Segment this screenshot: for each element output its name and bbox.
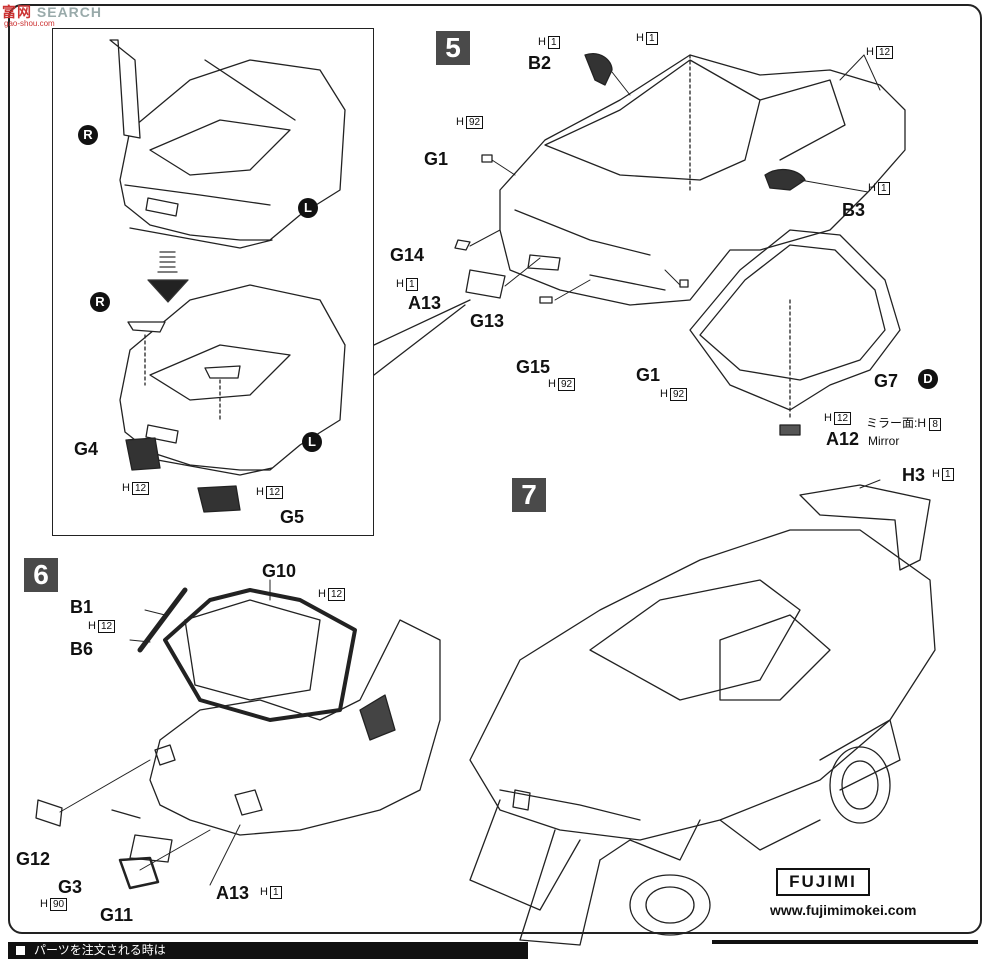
bottom-rule bbox=[712, 940, 978, 944]
inset-car-bottom bbox=[119, 284, 346, 513]
leader-lines bbox=[59, 54, 881, 886]
page-frame bbox=[8, 4, 982, 934]
label-a13-step6: A13 bbox=[216, 883, 250, 903]
step-6-badge: 6 bbox=[24, 558, 58, 592]
inset-panel bbox=[52, 28, 374, 536]
label-g10: G10 bbox=[262, 561, 297, 581]
label-g12: G12 bbox=[16, 849, 51, 869]
label-g15: G15 bbox=[516, 357, 551, 377]
step-5-badge: 5 bbox=[436, 31, 470, 65]
label-g13: G13 bbox=[470, 311, 505, 331]
watermark-url: gao-shou.com bbox=[4, 19, 55, 28]
marker-r-bottom: R bbox=[90, 292, 110, 312]
bullet-square-icon bbox=[16, 946, 25, 955]
step-7-badge: 7 bbox=[512, 478, 546, 512]
order-notice-bar: パーツを注文される時は bbox=[8, 942, 528, 959]
step6-car bbox=[35, 587, 441, 890]
watermark: 富网 SEARCH bbox=[2, 4, 103, 20]
label-g5: G5 bbox=[280, 507, 305, 527]
label-mirror: Mirror bbox=[868, 434, 900, 448]
step5-car bbox=[454, 53, 906, 436]
label-g1-bottom: G1 bbox=[636, 365, 661, 385]
label-h3: H3 bbox=[902, 465, 926, 485]
marker-l-top: L bbox=[298, 198, 318, 218]
step7-car bbox=[469, 484, 936, 946]
inset-arrow bbox=[147, 251, 189, 303]
label-g4: G4 bbox=[74, 439, 99, 459]
website-url[interactable]: www.fujimimokei.com bbox=[770, 902, 917, 918]
label-b1: B1 bbox=[70, 597, 94, 617]
label-a12: A12 bbox=[826, 429, 860, 449]
label-b2: B2 bbox=[528, 53, 552, 73]
fujimi-logo: FUJIMI bbox=[776, 868, 870, 896]
step5-glass-g7 bbox=[689, 229, 901, 421]
label-a13-step5: A13 bbox=[408, 293, 442, 313]
label-g3: G3 bbox=[58, 877, 83, 897]
label-g1-top: G1 bbox=[424, 149, 449, 169]
label-b3: B3 bbox=[842, 200, 866, 220]
mirror-face-note: ミラー面:H 8 bbox=[866, 414, 941, 431]
label-g14: G14 bbox=[390, 245, 425, 265]
marker-l-bottom: L bbox=[302, 432, 322, 452]
label-b6: B6 bbox=[70, 639, 94, 659]
inset-car-top bbox=[109, 39, 346, 249]
label-g7: G7 bbox=[874, 371, 899, 391]
marker-d: D bbox=[918, 369, 938, 389]
label-g11: G11 bbox=[100, 905, 134, 925]
marker-r-top: R bbox=[78, 125, 98, 145]
